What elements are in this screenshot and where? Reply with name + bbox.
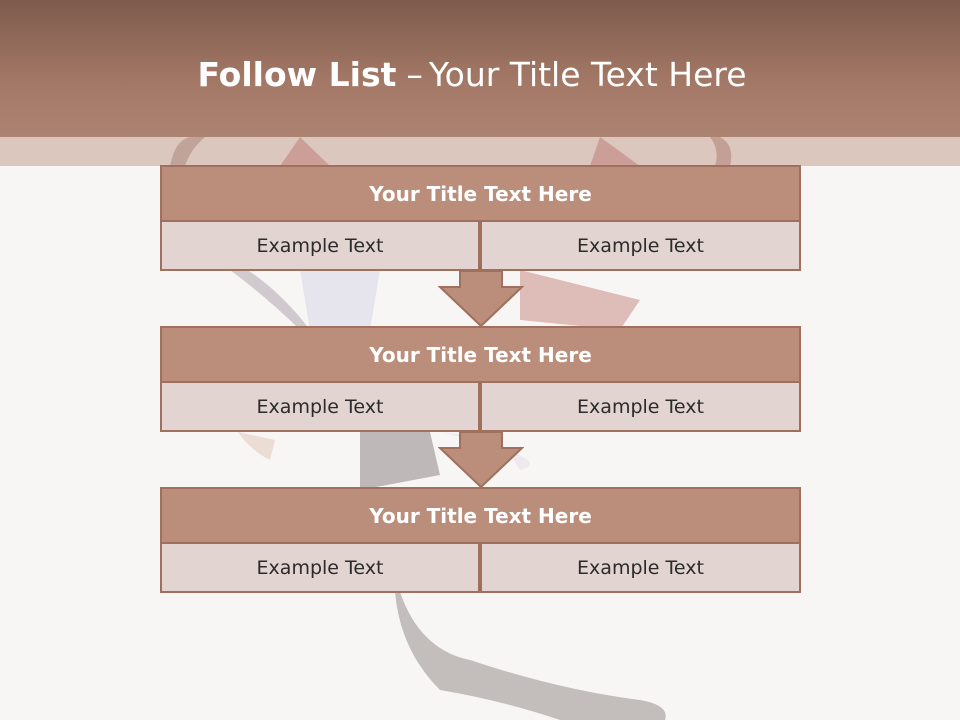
block-cell-left: Example Text — [160, 383, 480, 432]
down-arrow-icon — [438, 431, 524, 489]
page-title-separator: – — [406, 55, 423, 94]
block-cell-right: Example Text — [480, 383, 801, 432]
block-cell-right: Example Text — [480, 544, 801, 593]
block-cell-right: Example Text — [480, 222, 801, 271]
page-title-rest: Your Title Text Here — [428, 55, 747, 94]
header-stripe — [0, 137, 960, 166]
flow-block-1: Your Title Text Here Example Text Exampl… — [160, 165, 801, 271]
block-cell-left: Example Text — [160, 222, 480, 271]
page-title-bold: Follow List — [197, 55, 397, 94]
block-title: Your Title Text Here — [160, 326, 801, 383]
block-cell-left: Example Text — [160, 544, 480, 593]
block-title: Your Title Text Here — [160, 487, 801, 544]
down-arrow-icon — [438, 270, 524, 328]
flow-block-2: Your Title Text Here Example Text Exampl… — [160, 326, 801, 432]
slide-header — [0, 0, 960, 137]
page-title: Follow List–Your Title Text Here — [0, 52, 944, 98]
block-title: Your Title Text Here — [160, 165, 801, 222]
flow-block-3: Your Title Text Here Example Text Exampl… — [160, 487, 801, 593]
